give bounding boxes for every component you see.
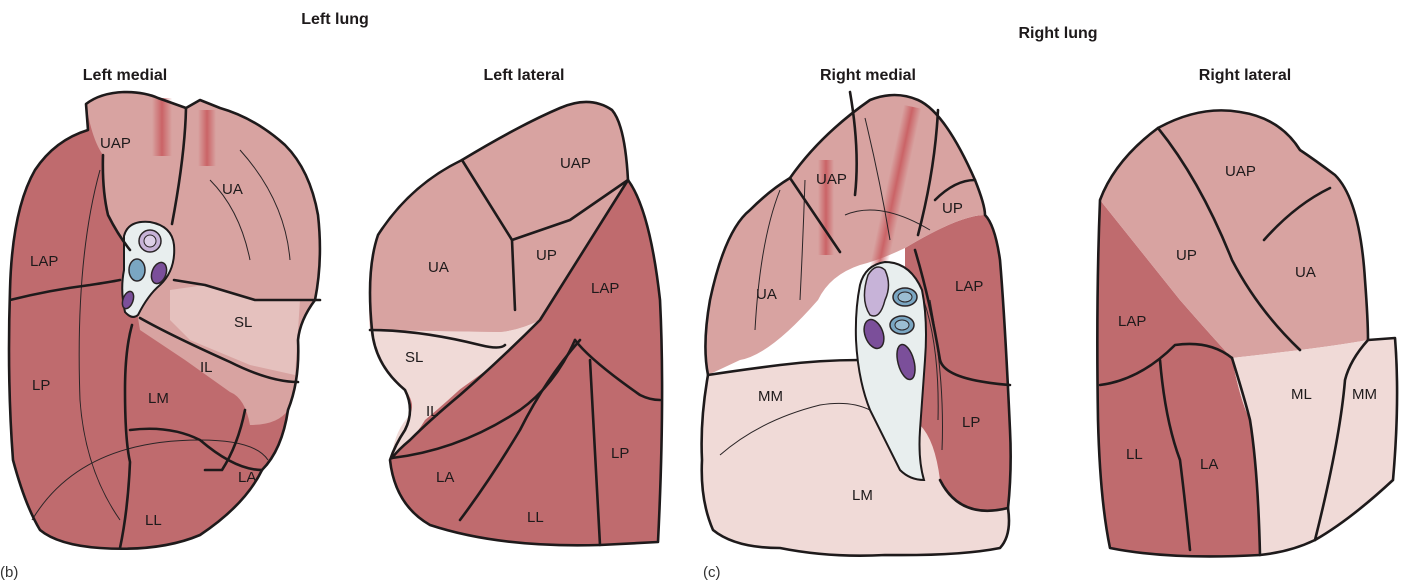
label-uap: UAP [100,135,131,152]
label-ua: UA [756,286,777,303]
label-sl: SL [234,314,252,331]
left-medial-view: Left medial UAP UA LAP S [0,67,320,581]
label-lp: LP [611,445,629,462]
panel-letter-c: (c) [703,564,721,581]
label-ua: UA [222,181,243,198]
label-il: IL [426,403,439,420]
left-lateral-view: Left lateral UAP UA UP LAP SL IL LA LL L… [369,67,662,545]
label-mm: MM [758,388,783,405]
label-ua: UA [428,259,449,276]
label-ll: LL [527,509,544,526]
left-medial-title: Left medial [83,67,167,84]
label-up: UP [942,200,963,217]
right-medial-title: Right medial [820,67,916,84]
label-la: LA [1200,456,1218,473]
label-il: IL [200,359,213,376]
label-lm: LM [148,390,169,407]
label-up: UP [1176,247,1197,264]
label-uap: UAP [560,155,591,172]
label-la: LA [436,469,454,486]
label-up: UP [536,247,557,264]
label-uap: UAP [1225,163,1256,180]
right-lateral-title: Right lateral [1199,67,1291,84]
label-lap: LAP [955,278,983,295]
label-lp: LP [962,414,980,431]
label-la: LA [238,469,256,486]
left-lung-heading: Left lung [301,11,369,28]
left-lateral-title: Left lateral [484,67,565,84]
right-lateral-view: Right lateral UAP UP UA LAP ML MM LL LA [1097,67,1397,556]
label-ll: LL [145,512,162,529]
label-ll: LL [1126,446,1143,463]
label-mm: MM [1352,386,1377,403]
label-lap: LAP [591,280,619,297]
label-lm: LM [852,487,873,504]
panel-letter-b: (b) [0,564,18,581]
label-lap: LAP [30,253,58,270]
right-lung-heading: Right lung [1018,25,1097,42]
label-ua: UA [1295,264,1316,281]
label-lap: LAP [1118,313,1146,330]
label-ml: ML [1291,386,1312,403]
label-lp: LP [32,377,50,394]
label-sl: SL [405,349,423,366]
label-uap: UAP [816,171,847,188]
right-medial-view: Right medial [702,67,1011,581]
